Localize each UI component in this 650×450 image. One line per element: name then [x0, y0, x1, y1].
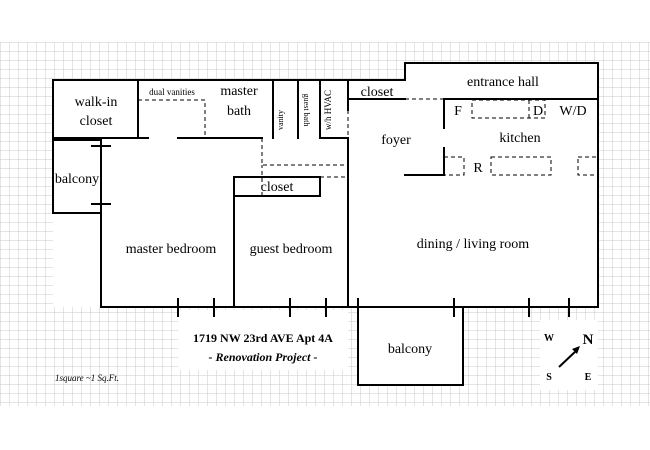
dining-living-label: dining / living room	[417, 237, 530, 252]
walk-in-closet-label: walk-in	[75, 95, 118, 110]
compass-e: E	[585, 372, 592, 383]
guest-bedroom-label: guest bedroom	[250, 242, 333, 257]
master-bath-label: master	[220, 84, 258, 99]
scale-note: 1square ~1 Sq.Ft.	[55, 373, 119, 383]
project-subtitle: - Renovation Project -	[209, 350, 318, 364]
range-label: R	[473, 161, 483, 176]
closet-guest-label: closet	[261, 180, 294, 195]
balcony-bottom-label: balcony	[388, 342, 432, 357]
address-title: 1719 NW 23rd AVE Apt 4A	[193, 331, 333, 345]
vanity-label: vanity	[276, 110, 285, 130]
foyer-label: foyer	[381, 133, 411, 148]
compass-n: N	[583, 332, 594, 348]
washer-dryer-label: W/D	[559, 104, 586, 119]
walls	[52, 62, 599, 386]
walk-in-closet-label-2: closet	[80, 114, 113, 129]
dual-vanities-label: dual vanities	[149, 87, 195, 97]
compass-rose: N W S E	[544, 332, 594, 383]
dashed-partitions	[138, 98, 599, 196]
master-bath-label-2: bath	[227, 104, 251, 119]
kitchen-label: kitchen	[499, 131, 540, 146]
master-bedroom-label: master bedroom	[126, 242, 217, 257]
dishwasher-label: D	[533, 104, 543, 119]
entrance-hall-label: entrance hall	[467, 75, 539, 90]
guest-bath-label: guest bath	[302, 94, 311, 127]
compass-s: S	[546, 372, 552, 383]
balcony-left-label: balcony	[55, 172, 99, 187]
wh-hvac-label: w/h HVAC	[323, 90, 333, 130]
room-labels: walk-in closet dual vanities master bath…	[55, 75, 587, 357]
fridge-label: F	[454, 104, 462, 119]
compass-arrowhead-icon	[572, 346, 580, 354]
closet-top-label: closet	[361, 85, 394, 100]
compass-w: W	[544, 333, 554, 344]
compass-arrow-icon	[558, 349, 578, 368]
